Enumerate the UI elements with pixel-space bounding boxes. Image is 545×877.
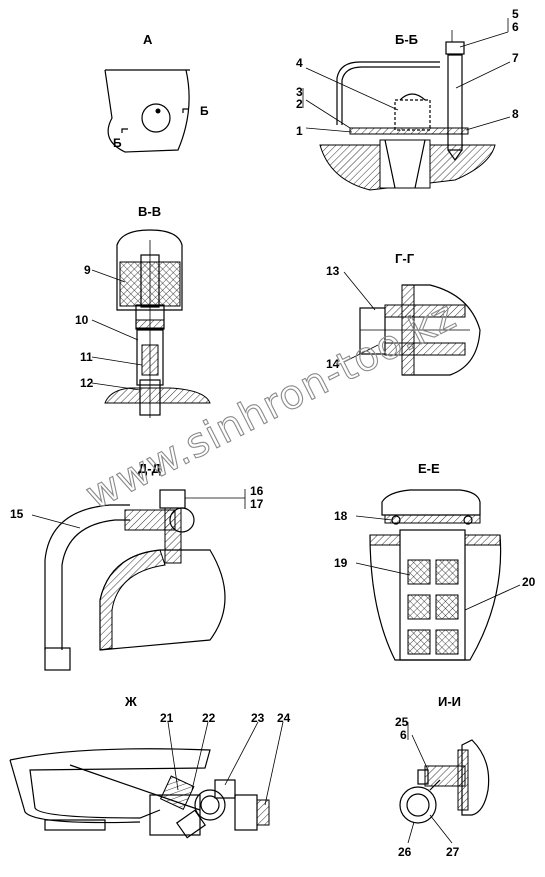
view-zh: Ж 21 22 23 24 [9, 694, 291, 839]
callout-9: 9 [84, 263, 91, 277]
cut-mark-left: Б [113, 136, 122, 150]
callout-5: 5 [512, 7, 519, 21]
callout-22: 22 [202, 711, 216, 725]
callout-2: 2 [296, 97, 303, 111]
section-title-bb: Б-Б [395, 32, 418, 47]
section-ee: Е-Е 18 19 20 [334, 461, 536, 661]
callout-4: 4 [296, 56, 303, 70]
callout-1: 1 [296, 124, 303, 138]
section-title-a: А [143, 32, 153, 47]
callout-27: 27 [446, 845, 460, 859]
callout-10: 10 [75, 313, 89, 327]
callout-23: 23 [251, 711, 265, 725]
callout-18: 18 [334, 509, 348, 523]
callout-25: 25 [395, 715, 409, 729]
view-a: А Б Б [104, 32, 209, 153]
callout-7: 7 [512, 51, 519, 65]
section-title-dd: Д-Д [138, 461, 162, 476]
callout-19: 19 [334, 556, 348, 570]
cut-mark-right: Б [200, 104, 209, 118]
callout-14: 14 [326, 357, 340, 371]
section-dd: Д-Д 16 17 15 [10, 461, 264, 671]
callout-15: 15 [10, 507, 24, 521]
callout-26: 26 [398, 845, 412, 859]
callout-13: 13 [326, 264, 340, 278]
callout-21: 21 [160, 711, 174, 725]
callout-17: 17 [250, 497, 264, 511]
callout-12: 12 [80, 376, 94, 390]
section-vv: В-В 9 10 11 12 [75, 204, 211, 418]
callout-8: 8 [512, 107, 519, 121]
section-gg: Г-Г 13 14 [326, 251, 481, 376]
callout-11: 11 [80, 350, 93, 364]
callout-6: 6 [512, 20, 519, 34]
section-title-ii: И-И [438, 694, 461, 709]
callout-16: 16 [250, 484, 264, 498]
callout-20: 20 [522, 575, 536, 589]
section-title-zh: Ж [124, 694, 137, 709]
section-bb: Б-Б 4 3 2 1 5 6 7 8 [296, 7, 519, 191]
callout-24: 24 [277, 711, 291, 725]
section-title-gg: Г-Г [395, 251, 415, 266]
callout-3: 3 [296, 85, 303, 99]
callout-6-ii: 6 [400, 728, 407, 742]
section-title-vv: В-В [138, 204, 161, 219]
section-title-ee: Е-Е [418, 461, 440, 476]
section-ii: И-И 25 6 26 27 [395, 694, 490, 859]
